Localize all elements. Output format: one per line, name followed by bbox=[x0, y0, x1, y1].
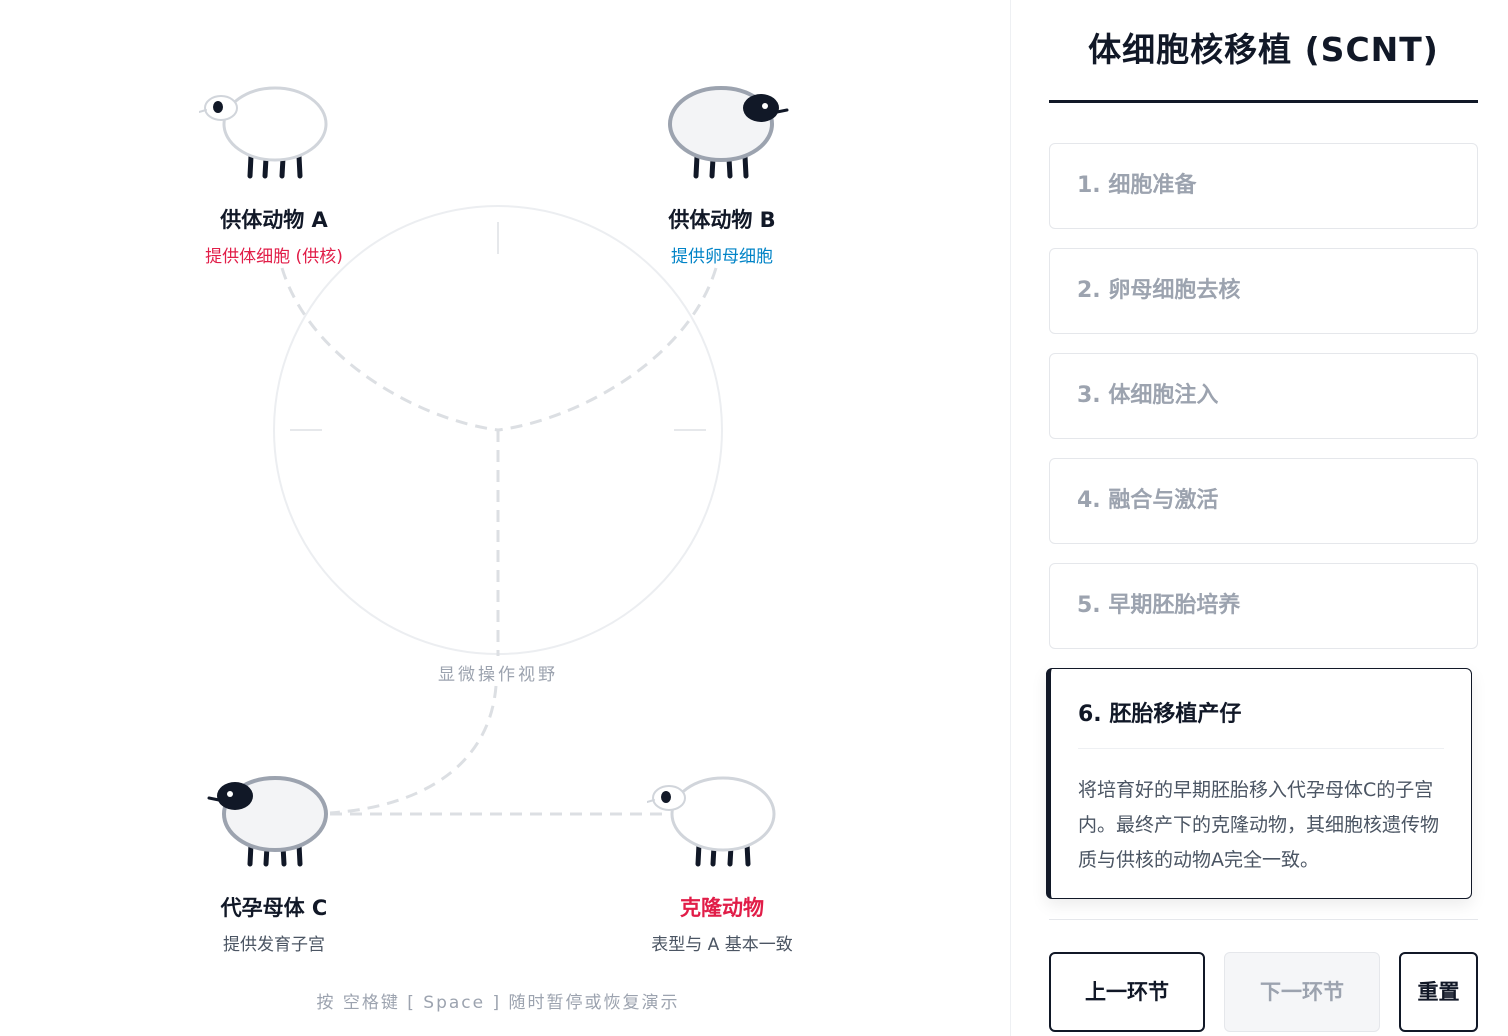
panel-divider bbox=[1010, 0, 1011, 1036]
surrogate-mother-c: 代孕母体 C 提供发育子宫 bbox=[199, 768, 349, 955]
step-item-3[interactable]: 3. 体细胞注入 bbox=[1049, 353, 1478, 439]
clone-role: 表型与 A 基本一致 bbox=[651, 935, 793, 955]
surrogate-c-role: 提供发育子宫 bbox=[223, 935, 325, 955]
active-step-title: 6. 胚胎移植产仔 bbox=[1078, 702, 1242, 727]
flow-diagram bbox=[273, 205, 723, 816]
donor-a-role: 提供体细胞 (供核) bbox=[205, 247, 343, 267]
active-step-description: 将培育好的早期胚胎移入代孕母体C的子宫内。最终产下的克隆动物，其细胞核遗传物质与… bbox=[1078, 779, 1440, 871]
next-step-button[interactable]: 下一环节 bbox=[1224, 952, 1380, 1032]
white-sheep-icon bbox=[647, 776, 776, 867]
donor-a-name: 供体动物 A bbox=[220, 208, 328, 232]
donor-b-name: 供体动物 B bbox=[668, 208, 776, 232]
donor-animal-a: 供体动物 A 提供体细胞 (供核) bbox=[199, 80, 349, 267]
black-face-sheep-icon bbox=[668, 86, 789, 179]
path-a-to-center bbox=[280, 267, 499, 432]
title-underline bbox=[1049, 100, 1478, 103]
surrogate-c-name: 代孕母体 C bbox=[220, 896, 328, 920]
clone-name: 克隆动物 bbox=[680, 896, 764, 920]
step-item-5[interactable]: 5. 早期胚胎培养 bbox=[1049, 563, 1478, 649]
demo-stage: 供体动物 A 提供体细胞 (供核) 供体动物 B 提供卵母细胞 bbox=[199, 80, 797, 1013]
active-step-divider bbox=[1078, 748, 1444, 749]
panel-title: 体细胞核移植 (SCNT) bbox=[1088, 30, 1439, 69]
clone-animal: 克隆动物 表型与 A 基本一致 bbox=[647, 768, 797, 955]
keyboard-hint: 按 空格键 [ Space ] 随时暂停或恢复演示 bbox=[316, 993, 680, 1013]
step-item-1[interactable]: 1. 细胞准备 bbox=[1049, 143, 1478, 229]
microscope-field-label: 显微操作视野 bbox=[438, 665, 558, 685]
step-controls: 上一环节 下一环节 重置 bbox=[1049, 952, 1478, 1032]
reset-button[interactable]: 重置 bbox=[1399, 952, 1478, 1032]
prev-step-button[interactable]: 上一环节 bbox=[1049, 952, 1205, 1032]
donor-animal-b: 供体动物 B 提供卵母细胞 bbox=[647, 80, 797, 267]
white-sheep-icon bbox=[199, 86, 328, 179]
step-item-2[interactable]: 2. 卵母细胞去核 bbox=[1049, 248, 1478, 334]
step-list: 1. 细胞准备 2. 卵母细胞去核 3. 体细胞注入 4. 融合与激活 5. 早… bbox=[1046, 143, 1478, 899]
controls-divider bbox=[1049, 919, 1478, 920]
path-b-to-center bbox=[497, 267, 718, 432]
black-face-sheep-icon bbox=[207, 776, 328, 867]
step-item-6-active[interactable]: 6. 胚胎移植产仔 将培育好的早期胚胎移入代孕母体C的子宫内。最终产下的克隆动物… bbox=[1046, 668, 1472, 899]
donor-b-role: 提供卵母细胞 bbox=[671, 247, 773, 267]
path-center-to-c bbox=[329, 685, 498, 815]
step-item-4[interactable]: 4. 融合与激活 bbox=[1049, 458, 1478, 544]
step-panel: 体细胞核移植 (SCNT) 1. 细胞准备 2. 卵母细胞去核 3. 体细胞注入… bbox=[1046, 0, 1478, 1032]
